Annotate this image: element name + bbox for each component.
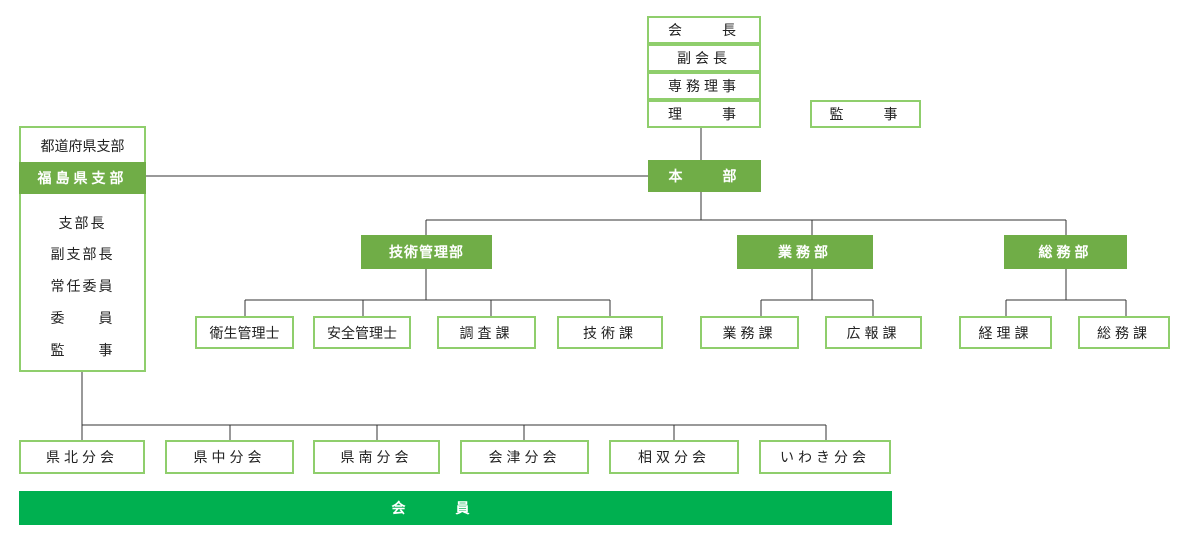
branch-role: 副支部長: [50, 247, 115, 263]
headquarters-box: 本 部: [648, 160, 761, 192]
auditor-box: 監 事: [810, 100, 921, 128]
chapter-kenpoku: 県北分会: [19, 440, 145, 474]
branch-role: 監 事: [50, 343, 115, 359]
exec-director: 理 事: [647, 100, 761, 128]
members-bar: 会員: [19, 491, 892, 525]
prefecture-branch-box: 都道府県支部 福島県支部 支部長 副支部長 常任委員 委 員 監 事: [19, 126, 146, 372]
chapter-soso: 相双分会: [609, 440, 739, 474]
branch-name: 福島県支部: [19, 162, 146, 194]
chapter-kennan: 県南分会: [313, 440, 440, 474]
branch-title: 都道府県支部: [40, 139, 125, 155]
chapter-iwaki: いわき分会: [759, 440, 891, 474]
exec-vice-chairman: 副会長: [647, 44, 761, 72]
chapter-aizu: 会津分会: [460, 440, 589, 474]
branch-role: 常任委員: [50, 279, 115, 295]
dept-general-affairs: 総務部: [1004, 235, 1127, 269]
branch-role: 支部長: [58, 216, 107, 232]
section-hygiene: 衛生管理士: [195, 316, 294, 349]
section-business: 業務課: [700, 316, 799, 349]
section-pr: 広報課: [825, 316, 922, 349]
section-survey: 調査課: [437, 316, 536, 349]
section-technical: 技術課: [557, 316, 663, 349]
branch-role: 委 員: [50, 311, 115, 327]
section-safety: 安全管理士: [313, 316, 411, 349]
exec-chairman: 会 長: [647, 16, 761, 44]
dept-business: 業務部: [737, 235, 873, 269]
section-general: 総務課: [1078, 316, 1170, 349]
exec-managing-director: 専務理事: [647, 72, 761, 100]
dept-technical: 技術管理部: [361, 235, 492, 269]
chapter-kenchu: 県中分会: [165, 440, 294, 474]
section-accounting: 経理課: [959, 316, 1052, 349]
